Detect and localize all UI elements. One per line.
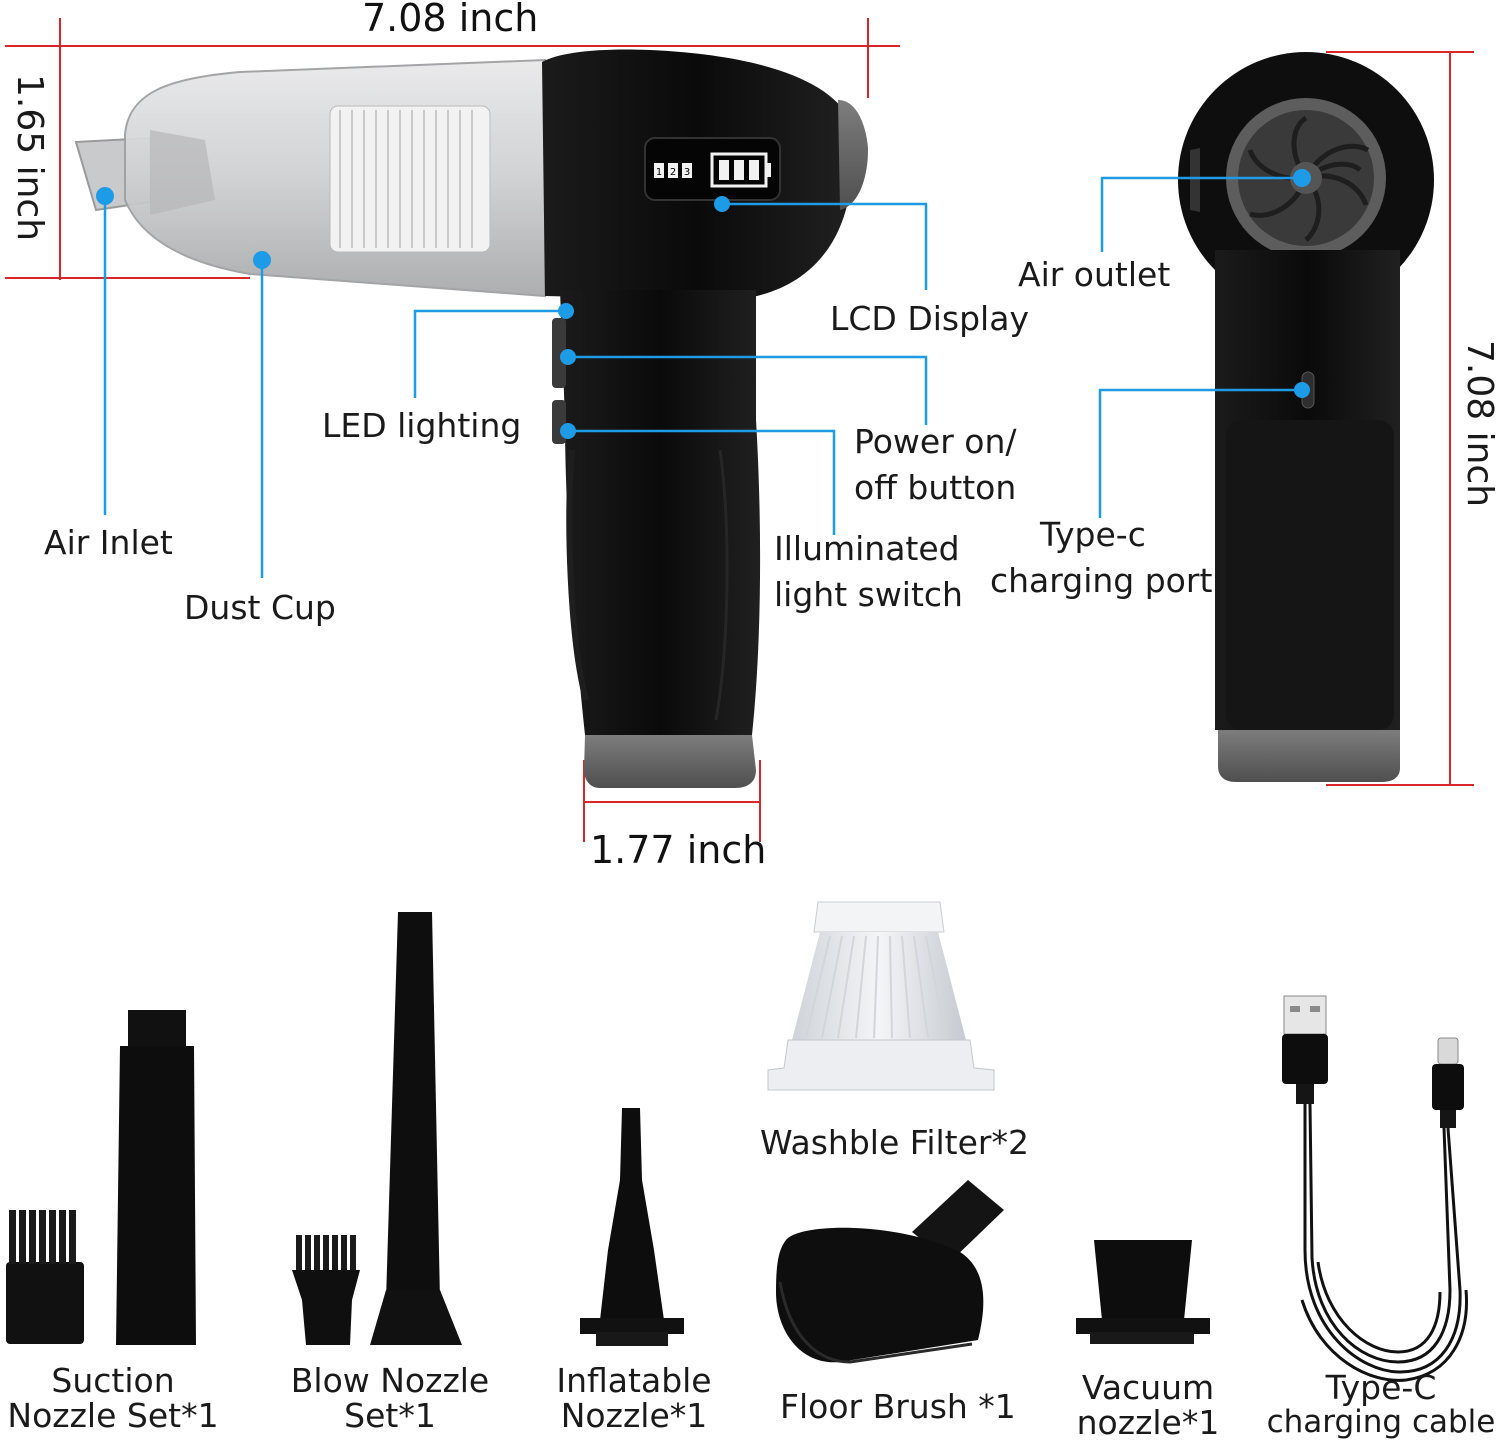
label-blow-line1: Blow Nozzle: [290, 1361, 490, 1400]
label-suction-line2: Nozzle Set*1: [7, 1396, 219, 1435]
label-type-c-port-line1: Type-c: [1040, 515, 1146, 554]
blow-nozzle-set-image: [292, 912, 462, 1345]
label-power-button-line1: Power on/: [854, 422, 1017, 461]
label-lcd-display: LCD Display: [830, 299, 1029, 338]
label-inflatable-nozzle: Inflatable Nozzle*1: [534, 1363, 734, 1433]
lcd-digit-3: 3: [684, 167, 690, 178]
label-washable-filter: Washble Filter*2: [760, 1123, 1029, 1162]
label-cable-line2: charging cable: [1266, 1404, 1496, 1440]
inflatable-nozzle-image: [580, 1108, 684, 1346]
label-vacuum-nozzle: Vacuum nozzle*1: [1050, 1370, 1246, 1440]
dimension-lines: [5, 18, 1474, 842]
callout-dots: [96, 169, 1311, 439]
label-air-inlet: Air Inlet: [44, 523, 173, 562]
label-blow-line2: Set*1: [344, 1396, 436, 1435]
dimension-handle-width: 1.77 inch: [590, 828, 767, 872]
suction-nozzle-set-image: [6, 1010, 196, 1345]
label-floor-brush: Floor Brush *1: [780, 1387, 1016, 1426]
label-vacuum-line1: Vacuum: [1081, 1368, 1215, 1407]
lcd-digit-2: 2: [670, 167, 676, 178]
label-suction-line1: Suction: [51, 1361, 175, 1400]
washable-filter-image: [767, 901, 995, 1091]
label-cable-line1: Type-C: [1325, 1368, 1437, 1407]
floor-brush-image: [776, 1180, 1004, 1364]
type-c-cable-image: [1282, 995, 1468, 1382]
label-inflatable-line2: Nozzle*1: [560, 1396, 708, 1435]
main-unit-front-view: [1178, 52, 1434, 782]
label-dust-cup: Dust Cup: [184, 588, 336, 627]
label-blow-nozzle-set: Blow Nozzle Set*1: [280, 1363, 500, 1433]
label-air-outlet: Air outlet: [1018, 255, 1171, 294]
label-illuminated-switch-line1: Illuminated: [774, 529, 960, 568]
label-type-c-port-line2: charging port: [990, 561, 1213, 600]
dimension-head-height: 1.65 inch: [9, 74, 50, 242]
label-suction-nozzle-set: Suction Nozzle Set*1: [0, 1363, 226, 1433]
label-illuminated-switch-line2: light switch: [774, 575, 963, 614]
label-vacuum-line2: nozzle*1: [1076, 1403, 1220, 1442]
vacuum-nozzle-image: [1076, 1240, 1210, 1344]
dimension-side-height: 7.08 inch: [1459, 340, 1500, 508]
label-power-button-line2: off button: [854, 468, 1017, 507]
label-led-lighting: LED lighting: [322, 406, 522, 445]
main-unit-side-view: 1 2 3: [74, 49, 868, 788]
dimension-top-width: 7.08 inch: [362, 0, 539, 40]
callout-lines: [103, 176, 1302, 578]
lcd-digit-1: 1: [656, 167, 662, 178]
label-inflatable-line1: Inflatable: [556, 1361, 712, 1400]
label-type-c-cable: Type-C charging cable: [1262, 1370, 1500, 1440]
